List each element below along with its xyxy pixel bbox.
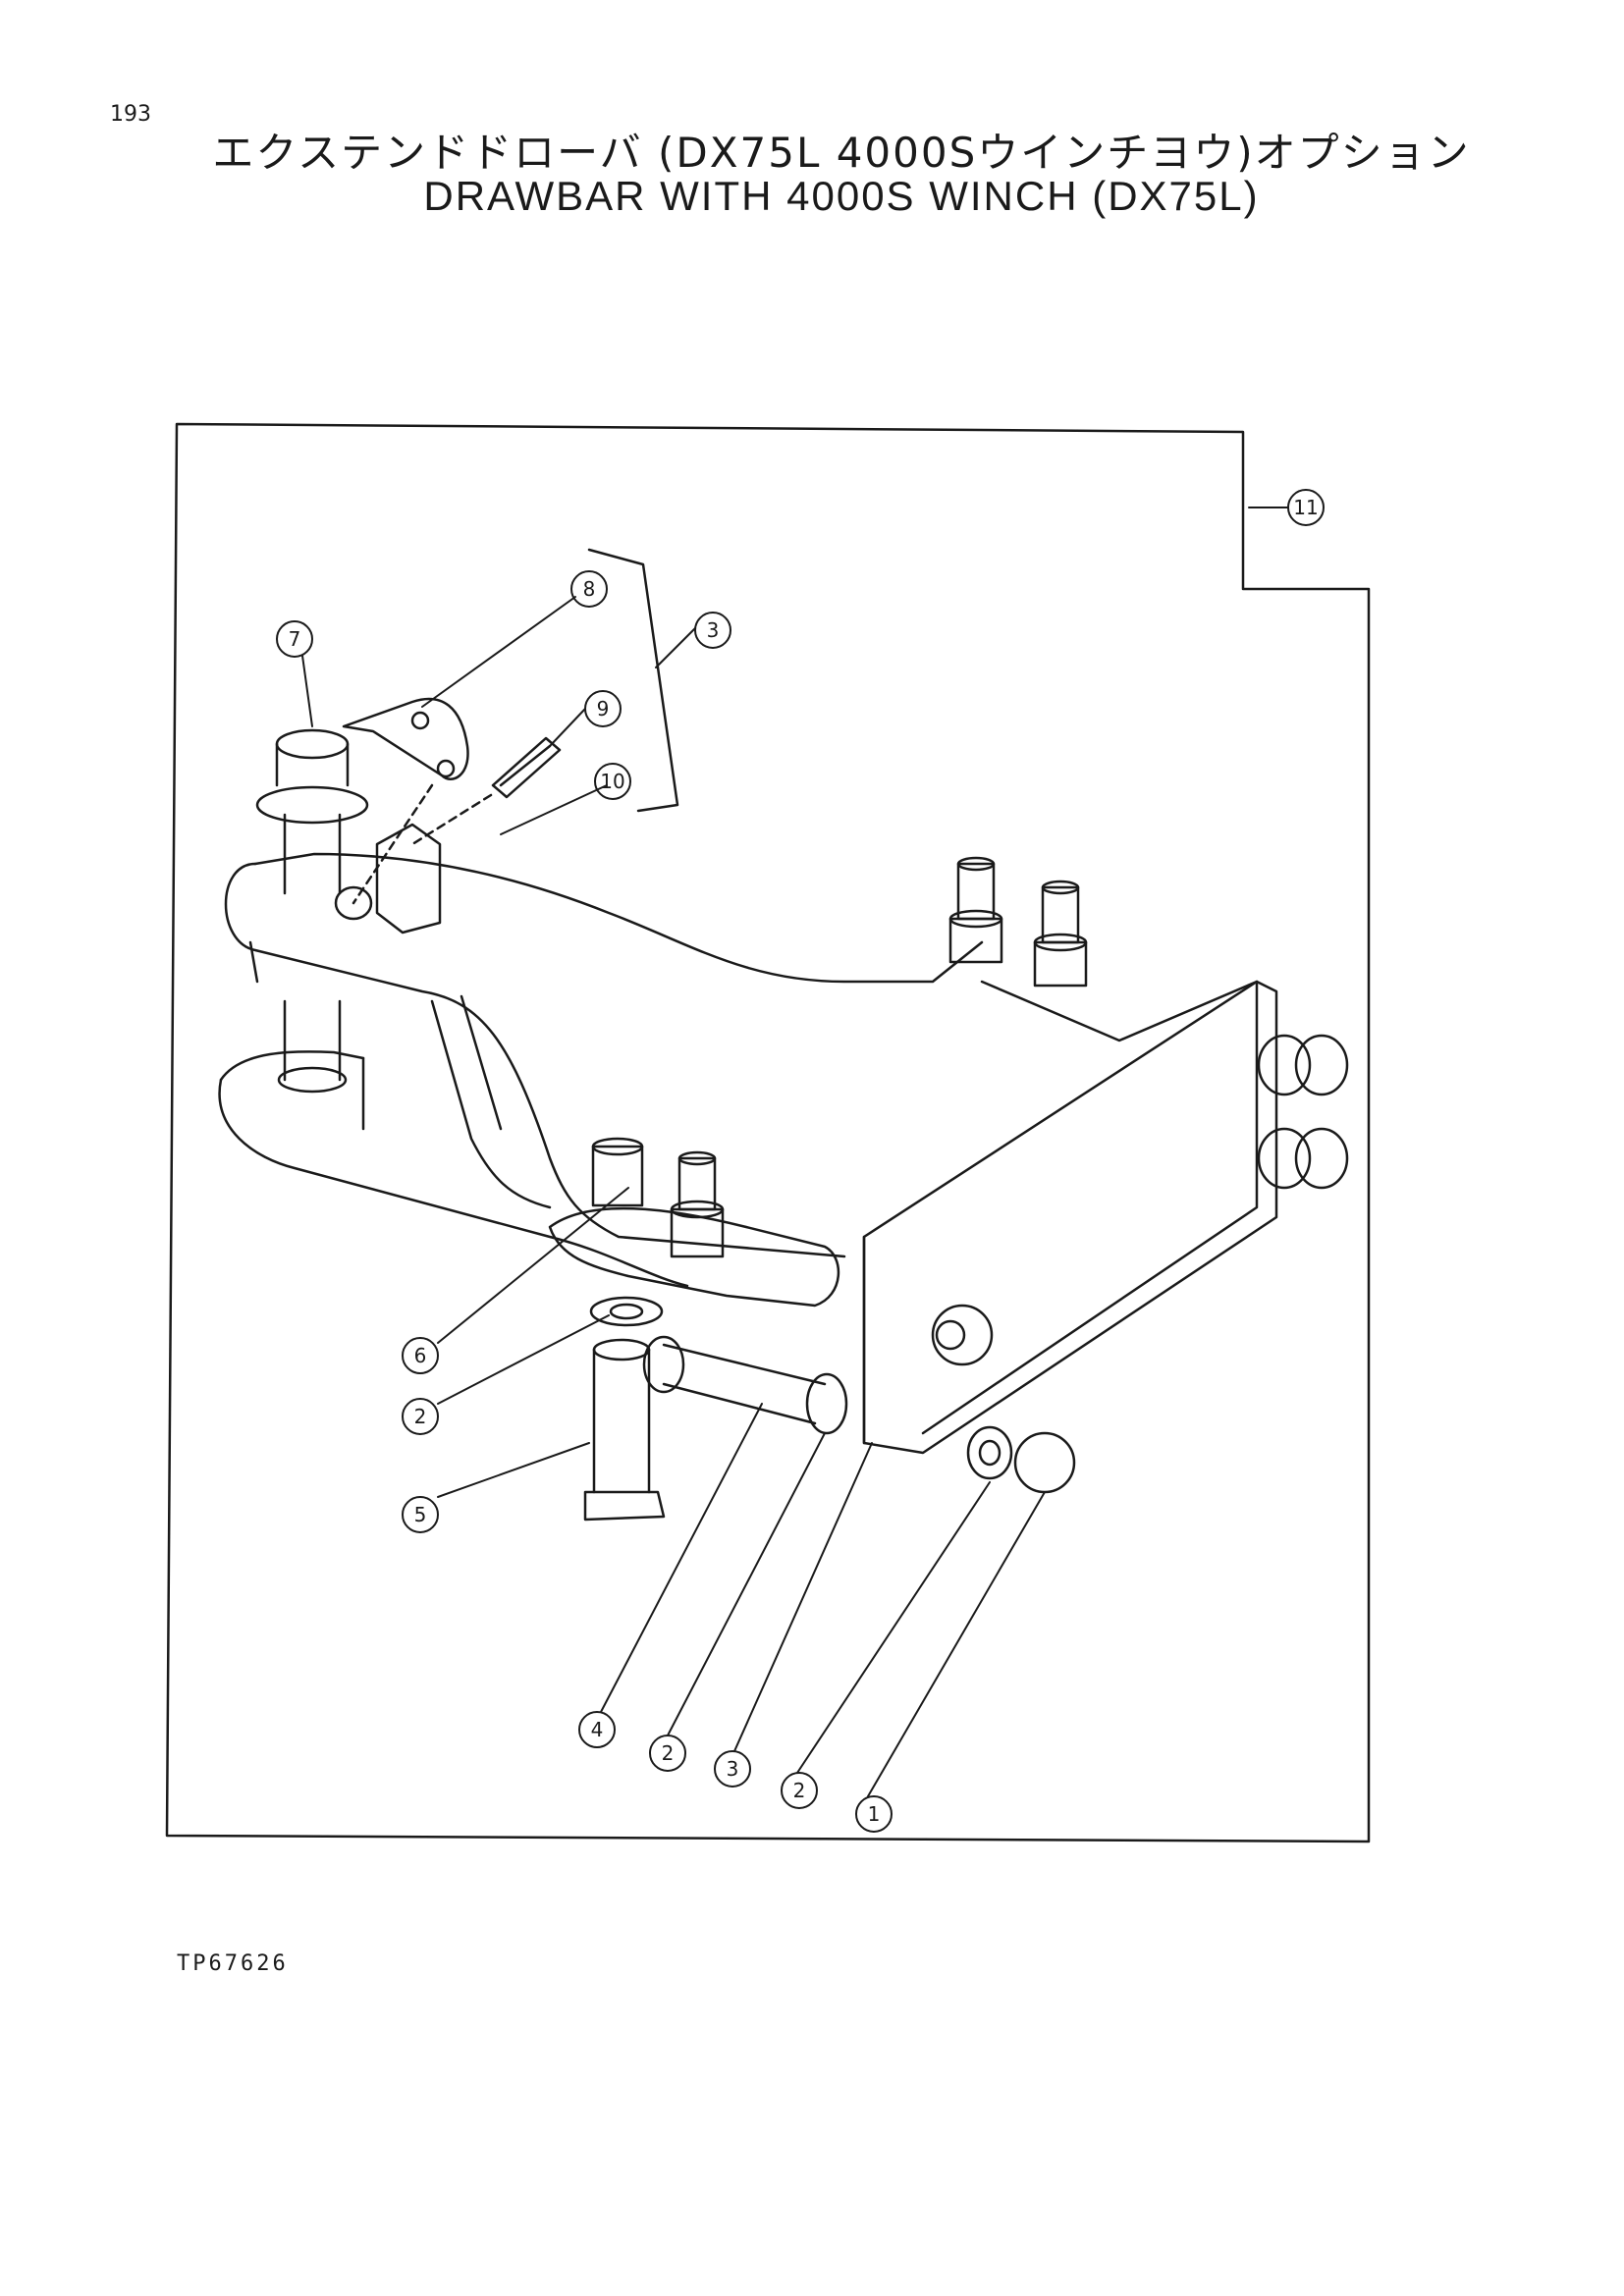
callout-label: 4 (591, 1718, 604, 1741)
callout-3a: 3 (694, 612, 731, 649)
drawbar-body (218, 852, 984, 1288)
callout-label: 8 (583, 577, 596, 601)
callout-5: 5 (402, 1496, 439, 1533)
lower-assembly (548, 1137, 840, 1327)
callout-label: 3 (707, 618, 720, 642)
bolt-part (583, 1338, 666, 1522)
callout-label: 2 (414, 1405, 427, 1428)
callout-label: 6 (414, 1344, 427, 1367)
callout-label: 5 (414, 1503, 427, 1526)
callout-2b: 2 (649, 1735, 686, 1772)
assembly-frame (165, 422, 1371, 1843)
callout-label: 9 (597, 697, 610, 721)
callout-10: 10 (594, 763, 631, 800)
callout-label: 7 (289, 627, 301, 651)
callout-6: 6 (402, 1337, 439, 1374)
title-japanese: エクステンドドローバ (DX75L 4000Sウインチヨウ)オプション (212, 129, 1471, 177)
upper-studs (948, 856, 1088, 988)
callout-11: 11 (1287, 489, 1325, 526)
callouts: 11 8 3 7 9 10 6 2 5 4 2 3 2 1 (276, 489, 1325, 1833)
mounting-plate (862, 980, 1278, 1455)
pin-part (255, 728, 369, 1094)
callout-4: 4 (578, 1711, 616, 1748)
pin-4-part (642, 1335, 1076, 1494)
leader-lines (301, 507, 1289, 1797)
page-number: 193 (110, 102, 151, 127)
callout-label: 2 (793, 1779, 806, 1802)
callout-label: 1 (868, 1802, 881, 1826)
drawing-reference-code: TP67626 (177, 1951, 289, 1976)
callout-3b: 3 (714, 1750, 751, 1788)
bracket-3-outline (587, 548, 679, 813)
bracket-part (334, 697, 562, 934)
title-english: DRAWBAR WITH 4000S WINCH (DX75L) (423, 173, 1260, 219)
callout-7: 7 (276, 620, 313, 658)
callout-2c: 2 (781, 1772, 818, 1809)
callout-1: 1 (855, 1795, 893, 1833)
callout-8: 8 (570, 570, 608, 608)
right-nuts (931, 1034, 1349, 1366)
callout-label: 3 (727, 1757, 739, 1781)
callout-label: 10 (600, 770, 624, 793)
callout-9: 9 (584, 690, 622, 727)
callout-label: 2 (662, 1741, 675, 1765)
callout-label: 11 (1293, 496, 1318, 519)
callout-2a: 2 (402, 1398, 439, 1435)
